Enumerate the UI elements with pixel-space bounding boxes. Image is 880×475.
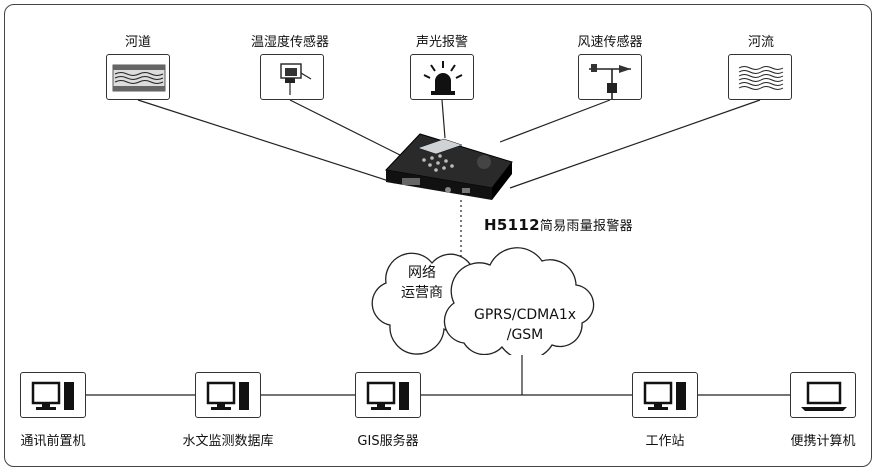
network-operator-label: 网络 运营商	[392, 263, 452, 303]
sensor-label-river: 河流	[747, 35, 774, 50]
station-label-comm-front-end: 通讯前置机	[20, 434, 86, 449]
protocol-line1: GPRS/CDMA1x	[473, 307, 577, 323]
station-label-workstation: 工作站	[645, 434, 685, 449]
network-protocol-label: GPRS/CDMA1x /GSM	[460, 305, 590, 345]
link-temp-sensor	[289, 99, 411, 161]
river-waves-icon	[728, 54, 792, 100]
station-label-hydrology-db: 水文监测数据库	[182, 434, 274, 449]
desktop-computer-icon	[366, 381, 409, 410]
operator-line2: 运营商	[401, 285, 443, 301]
link-siren	[441, 99, 446, 139]
station-gis-server	[355, 372, 421, 418]
device-name: 简易雨量报警器	[539, 219, 633, 234]
link-river-channel	[137, 99, 396, 184]
station-hydrology-db	[195, 372, 261, 418]
station-comm-front-end	[20, 372, 86, 418]
siren-alarm-icon	[410, 54, 474, 100]
device-label: H5112简易雨量报警器	[484, 215, 633, 234]
river-channel-icon	[106, 54, 170, 100]
sensor-label-river-channel: 河道	[124, 35, 151, 50]
operator-line1: 网络	[408, 265, 436, 281]
link-anemometer	[499, 99, 611, 143]
sensor-label-anemometer: 风速传感器	[577, 35, 643, 50]
station-laptop	[790, 372, 856, 418]
sensor-label-temp-humidity: 温湿度传感器	[250, 35, 329, 50]
station-workstation	[632, 372, 698, 418]
protocol-cloud	[443, 247, 595, 355]
station-label-gis-server: GIS服务器	[357, 434, 419, 449]
temperature-humidity-sensor-icon	[260, 54, 324, 100]
protocol-line2: /GSM	[506, 327, 544, 343]
rain-alarm-device-icon	[384, 133, 513, 200]
link-river	[509, 99, 761, 189]
laptop-icon	[801, 381, 847, 411]
anemometer-icon	[578, 54, 642, 100]
desktop-computer-icon	[31, 381, 74, 410]
diagram-frame	[4, 4, 872, 467]
desktop-computer-icon	[643, 381, 686, 410]
device-model: H5112	[484, 216, 540, 234]
desktop-computer-icon	[206, 381, 249, 410]
station-label-laptop: 便携计算机	[790, 434, 856, 449]
sensor-label-siren: 声光报警	[415, 35, 468, 50]
network-clouds	[371, 247, 595, 355]
